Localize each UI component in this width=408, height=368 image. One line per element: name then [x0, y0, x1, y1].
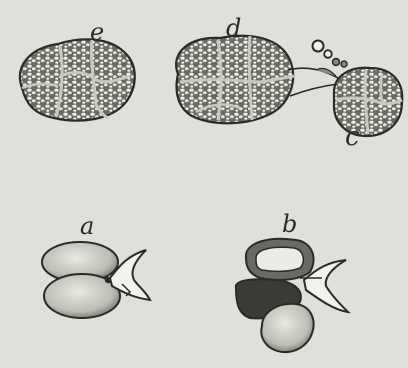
- caudicle-strands: [288, 68, 338, 96]
- figure-label-b: b: [282, 212, 297, 236]
- figure-d-drawing: [176, 36, 294, 123]
- figure-e-drawing: [20, 39, 135, 120]
- figure-label-d: d: [226, 16, 241, 40]
- figure-a-drawing: [42, 242, 150, 318]
- figure-label-a: a: [80, 214, 94, 238]
- figure-b-drawing: [236, 239, 348, 352]
- gland-beads: [313, 41, 348, 68]
- figure-label-e: e: [90, 20, 104, 44]
- figure-label-c: c: [345, 124, 360, 150]
